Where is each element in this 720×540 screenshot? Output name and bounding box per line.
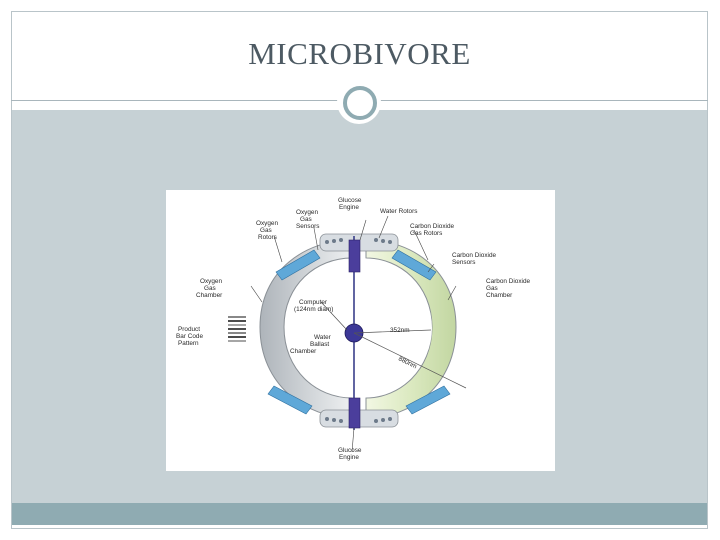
diameter-dimension-line xyxy=(353,332,467,389)
label-computer: Computer (124nm diam) xyxy=(294,299,333,313)
label-co2-chamber: Carbon Dioxide Gas Chamber xyxy=(486,278,532,299)
glucose-engine-top-body xyxy=(348,239,361,273)
label-co2-sensors: Carbon Dioxide Sensors xyxy=(452,252,498,266)
divider-circle-icon xyxy=(343,86,377,120)
slide-title: MICROBIVORE xyxy=(248,36,471,71)
label-glucose-engine-top: Glucose Engine xyxy=(338,197,363,211)
microbivore-diagram-svg: Oxygen Gas Rotors Oxygen Gas Sensors Glu… xyxy=(176,197,532,461)
barcode-pattern xyxy=(228,316,246,342)
footer-bar xyxy=(12,503,707,525)
label-water-ballast: Water Ballast Chamber xyxy=(290,334,333,355)
label-co2-rotors: Carbon Dioxide Gas Rotors xyxy=(410,223,456,237)
slide-frame xyxy=(11,11,708,529)
glucose-engine-bottom-body xyxy=(348,397,361,429)
leader-lines xyxy=(250,215,457,453)
label-dimension-352: 352nm xyxy=(390,327,410,334)
label-oxygen-chamber: Oxygen Gas Chamber xyxy=(196,278,224,299)
label-glucose-engine-bottom: Glucose Engine xyxy=(338,447,363,461)
label-water-rotors: Water Rotors xyxy=(380,208,417,215)
title-divider-right xyxy=(378,100,708,101)
microbivore-diagram: Oxygen Gas Rotors Oxygen Gas Sensors Glu… xyxy=(166,190,555,471)
label-oxygen-sensors: Oxygen Gas Sensors xyxy=(296,209,320,230)
radius-dimension-line xyxy=(353,329,432,334)
title-divider-left xyxy=(11,100,341,101)
water-rotor-beads xyxy=(325,238,392,423)
label-oxygen-rotors: Oxygen Gas Rotors xyxy=(256,220,280,241)
gas-rotor-banks xyxy=(267,249,451,415)
label-barcode: Product Bar Code Pattern xyxy=(176,326,205,347)
